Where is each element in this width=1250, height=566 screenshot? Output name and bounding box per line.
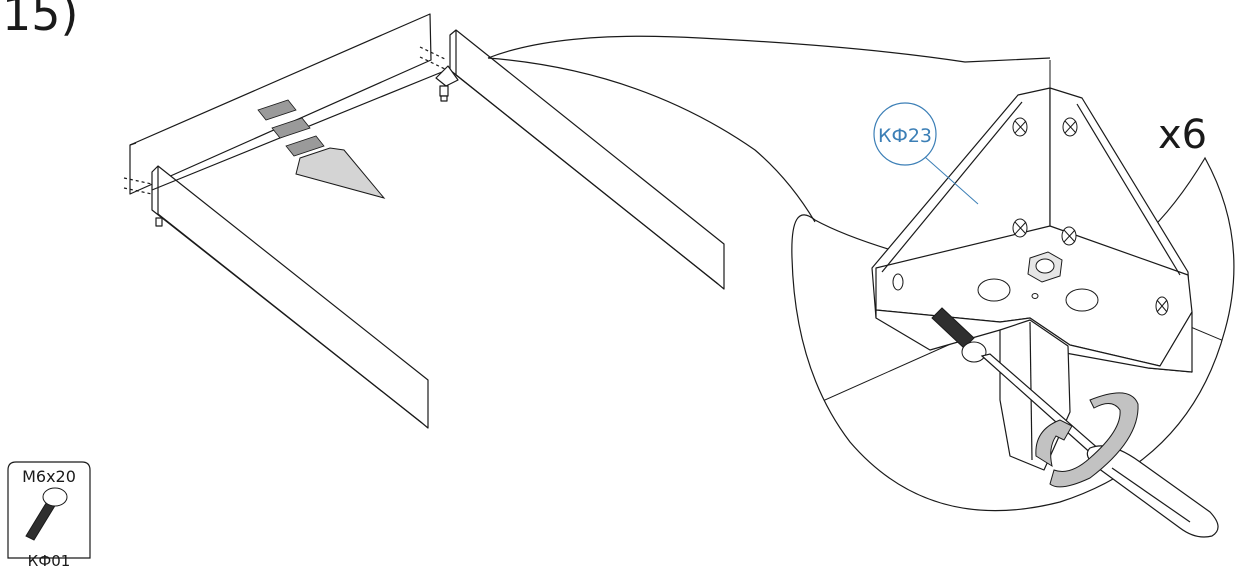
corner-bracket-small (435, 65, 459, 102)
right-end-panel (449, 29, 725, 290)
direction-arrow (257, 99, 386, 199)
hardware-box: M6x20 КФ01 (7, 461, 91, 566)
step-number: 15) (2, 0, 78, 41)
bolt-detail (931, 307, 987, 363)
callout-lines (487, 35, 1051, 223)
bolt-icon (25, 487, 68, 541)
frame-assembly (123, 13, 725, 429)
left-end-panel (151, 165, 429, 429)
hardware-size: M6x20 (22, 467, 76, 486)
part-label-kf23: КФ23 (873, 102, 979, 205)
hardware-code: КФ01 (28, 552, 71, 566)
rotation-arrow (1035, 392, 1139, 488)
bracket-screws (892, 117, 1169, 316)
quantity-multiplier: x6 (1158, 112, 1207, 158)
part-label-text: КФ23 (878, 125, 932, 147)
